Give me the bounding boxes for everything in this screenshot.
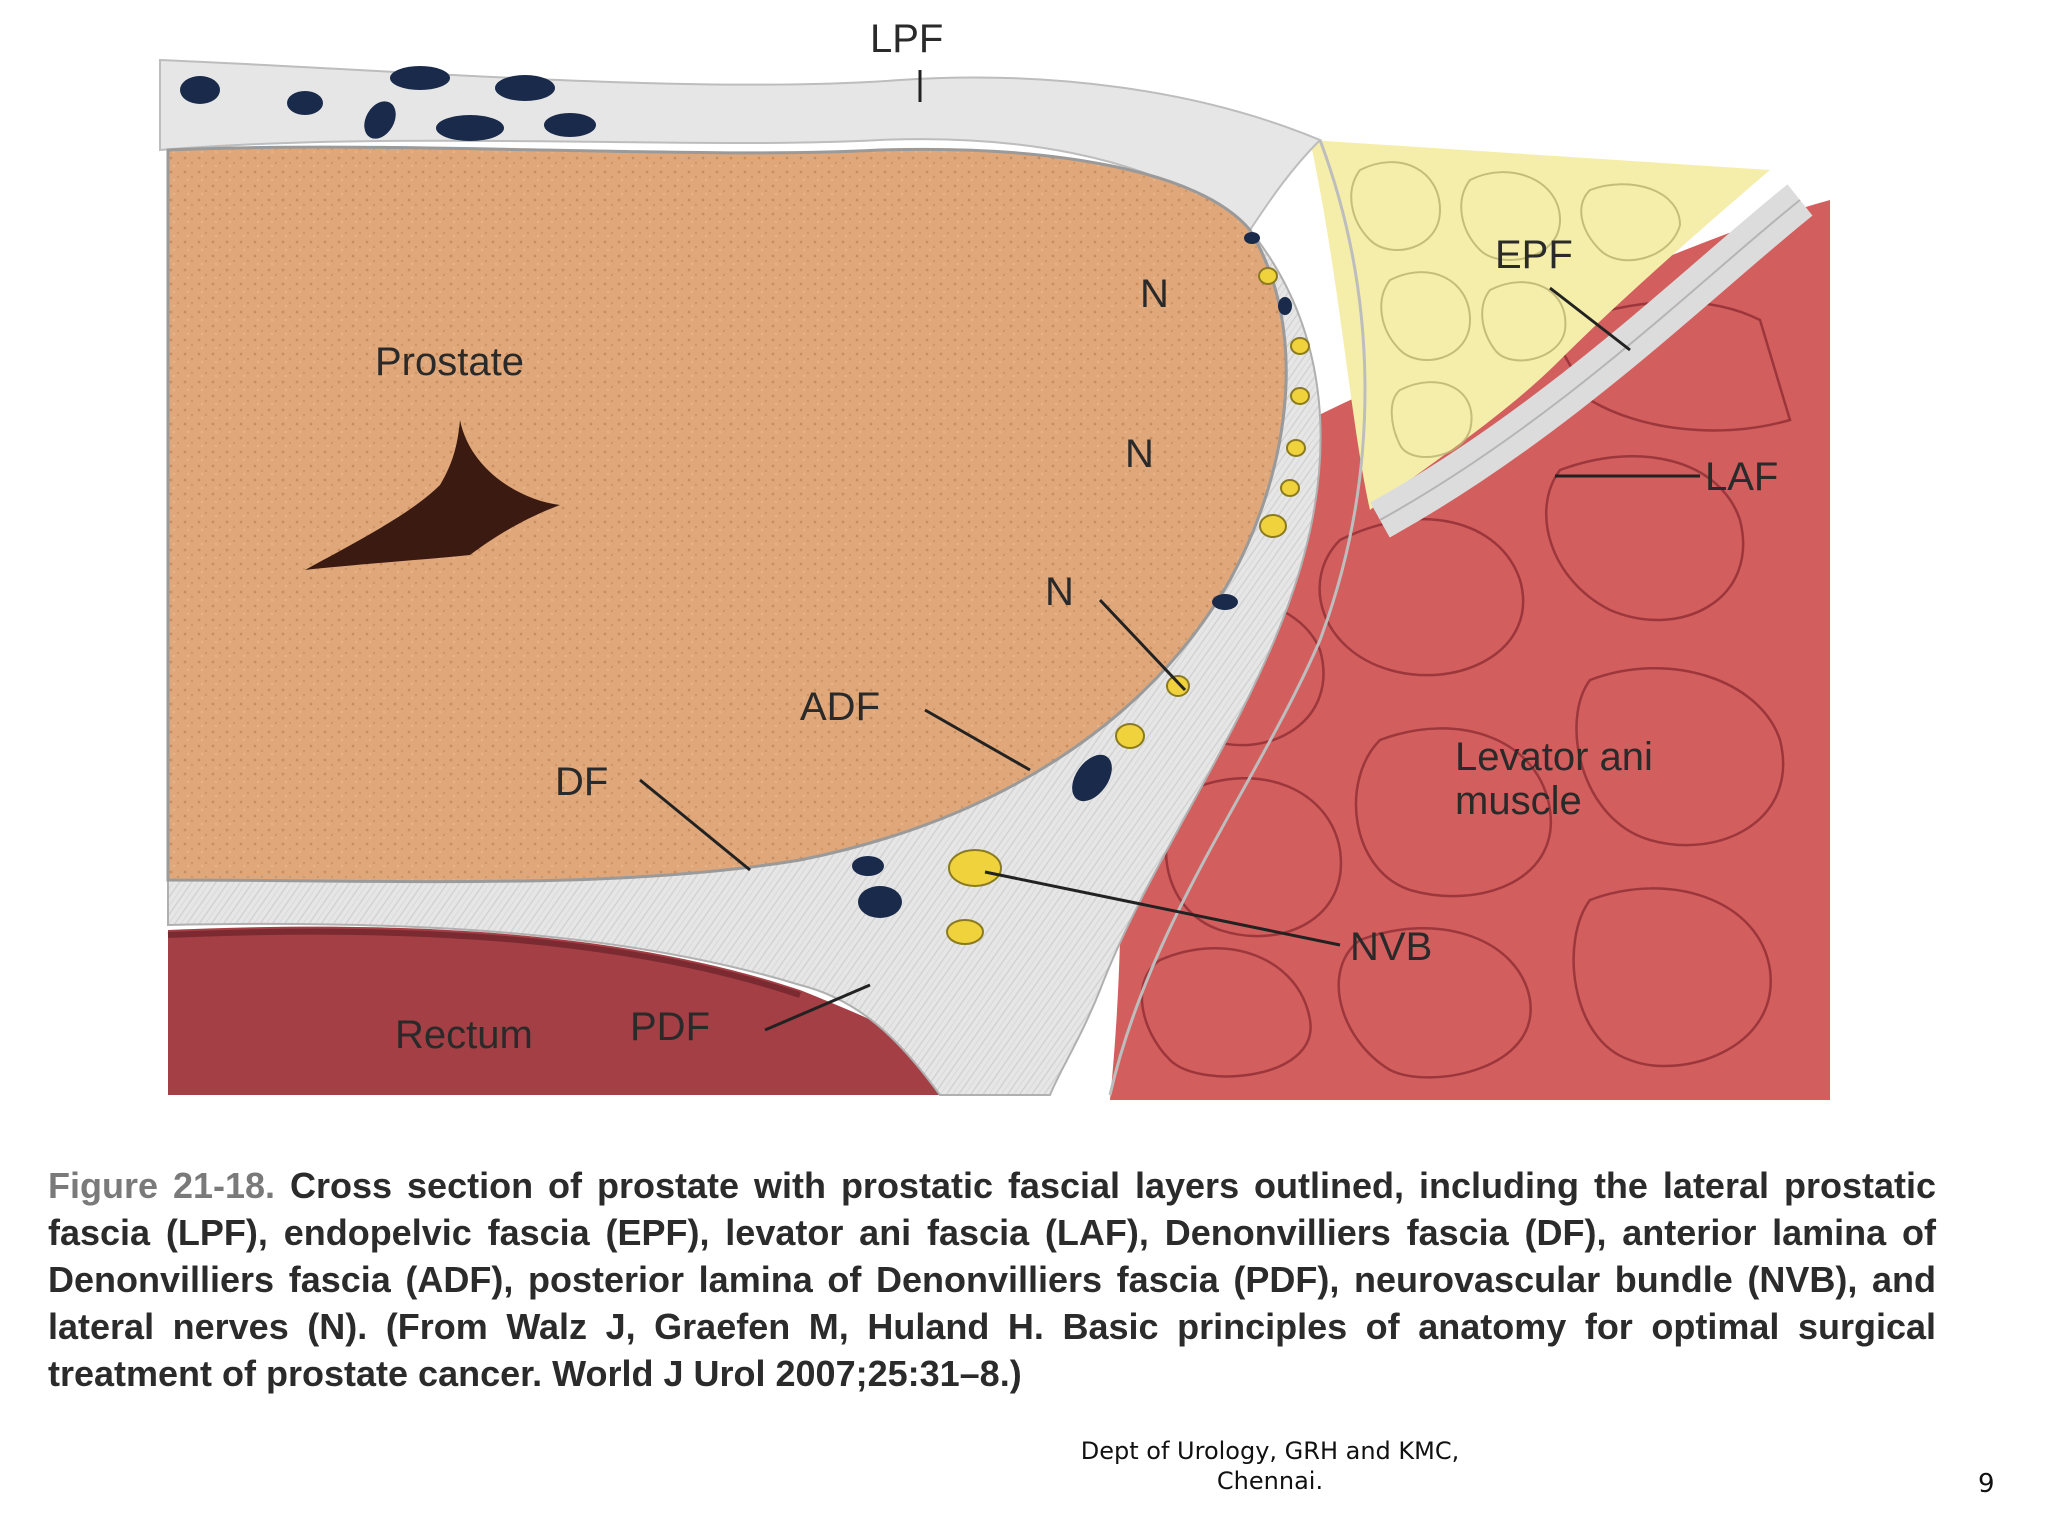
figure-number: Figure 21-18. <box>48 1165 276 1206</box>
footer-department: Dept of Urology, GRH and KMC, Chennai. <box>1080 1437 1460 1495</box>
label-prostate: Prostate <box>375 340 524 384</box>
neurovascular-structures <box>852 232 1310 945</box>
leader-df <box>639 778 751 872</box>
label-lpf: LPF <box>870 17 943 61</box>
leader-n <box>1098 598 1187 692</box>
leader-adf <box>924 708 1031 772</box>
endopelvic-fat <box>1310 140 1770 510</box>
label-n-lower: N <box>1045 570 1074 614</box>
figure-caption-text: Cross section of prostate with prostatic… <box>48 1165 1936 1394</box>
label-epf: EPF <box>1495 233 1573 277</box>
label-levator-line-1: Levator ani <box>1455 735 1653 779</box>
label-adf: ADF <box>800 685 880 729</box>
label-n-middle: N <box>1125 432 1154 476</box>
prostate <box>166 145 1288 884</box>
leader-lines <box>639 70 1700 1032</box>
leader-epf <box>1549 286 1631 352</box>
figure-caption: Figure 21-18. Cross section of prostate … <box>48 1162 1936 1397</box>
label-n-upper: N <box>1140 272 1169 316</box>
urethra-lumen <box>305 420 560 570</box>
levator-ani-muscle <box>1100 200 1830 1100</box>
label-levator-line-2: muscle <box>1455 779 1582 823</box>
rectum <box>167 926 990 1095</box>
label-nvb: NVB <box>1350 925 1432 969</box>
leader-nvb <box>984 870 1341 947</box>
leader-pdf <box>764 983 871 1032</box>
lateral-prostatic-fascia-band <box>159 58 1322 232</box>
label-laf: LAF <box>1705 455 1778 499</box>
slide-number: 9 <box>1978 1469 1995 1499</box>
label-df: DF <box>555 760 608 804</box>
label-rectum: Rectum <box>395 1013 533 1057</box>
label-pdf: PDF <box>630 1005 710 1049</box>
